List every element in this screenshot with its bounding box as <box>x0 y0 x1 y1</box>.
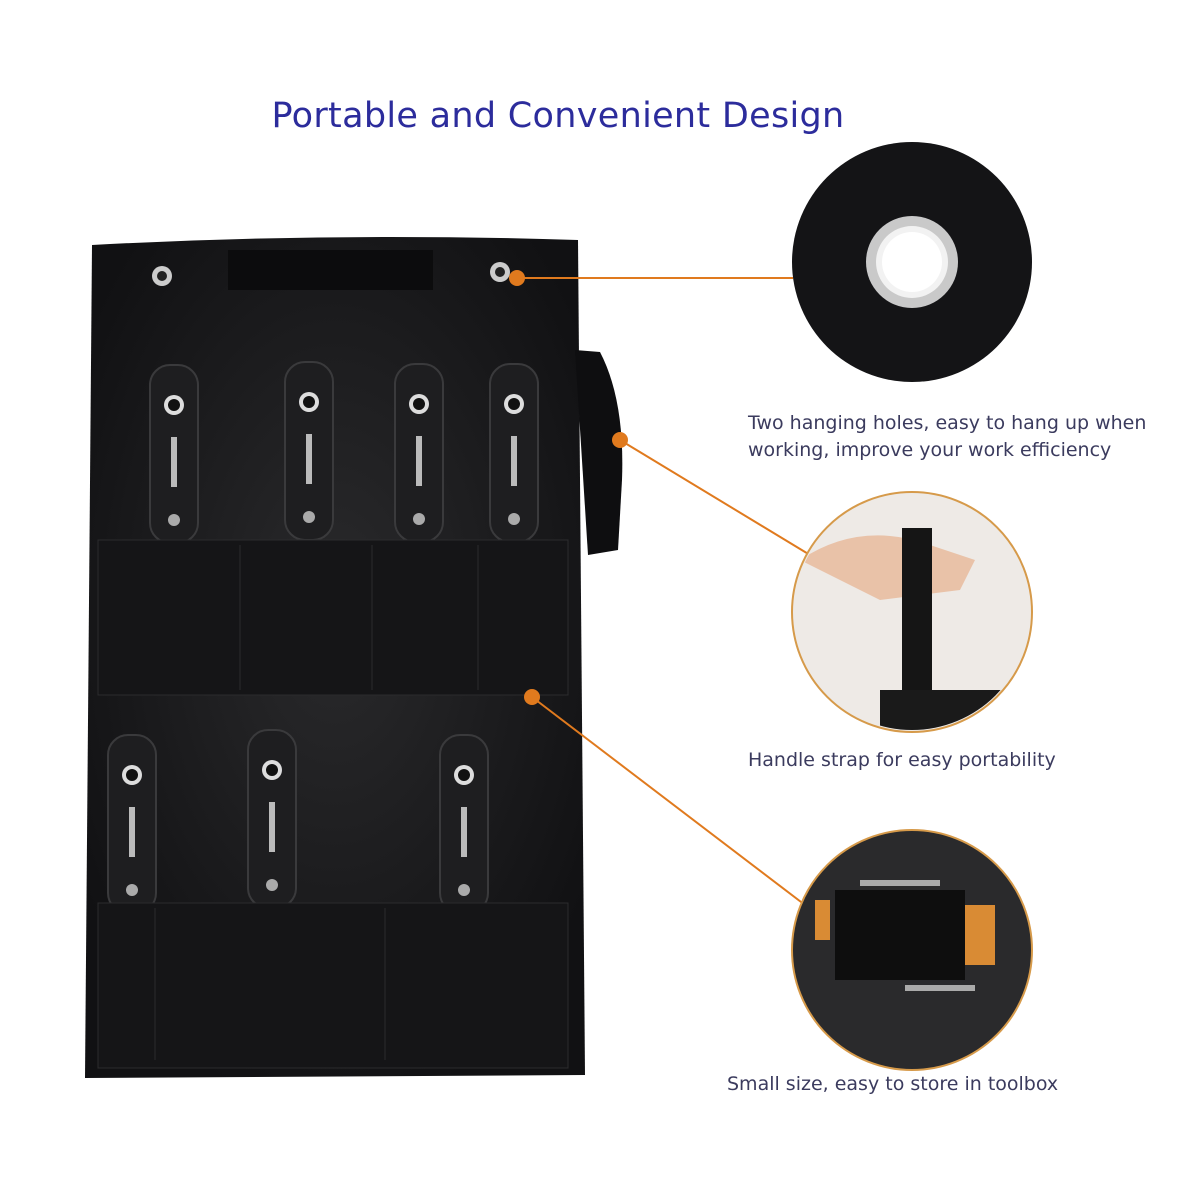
callout-lines <box>517 277 811 906</box>
caption-handle-strap: Handle strap for easy portability <box>748 749 1056 771</box>
velcro-strip <box>228 250 433 290</box>
pocket-row-1 <box>97 539 569 696</box>
handle-strap <box>575 350 623 555</box>
page-title: Portable and Convenient Design <box>271 96 845 136</box>
caption-toolbox: Small size, easy to store in toolbox <box>727 1073 1059 1095</box>
caption-hanging-holes: Two hanging holes, easy to hang up when … <box>748 412 1147 461</box>
callout-dots <box>509 270 628 705</box>
detail-handle-strap <box>791 491 1033 733</box>
detail-grommet <box>792 142 1032 382</box>
pocket-row-2 <box>97 902 569 1069</box>
tool-roll-bag <box>85 236 623 1078</box>
detail-toolbox <box>791 829 1033 1071</box>
